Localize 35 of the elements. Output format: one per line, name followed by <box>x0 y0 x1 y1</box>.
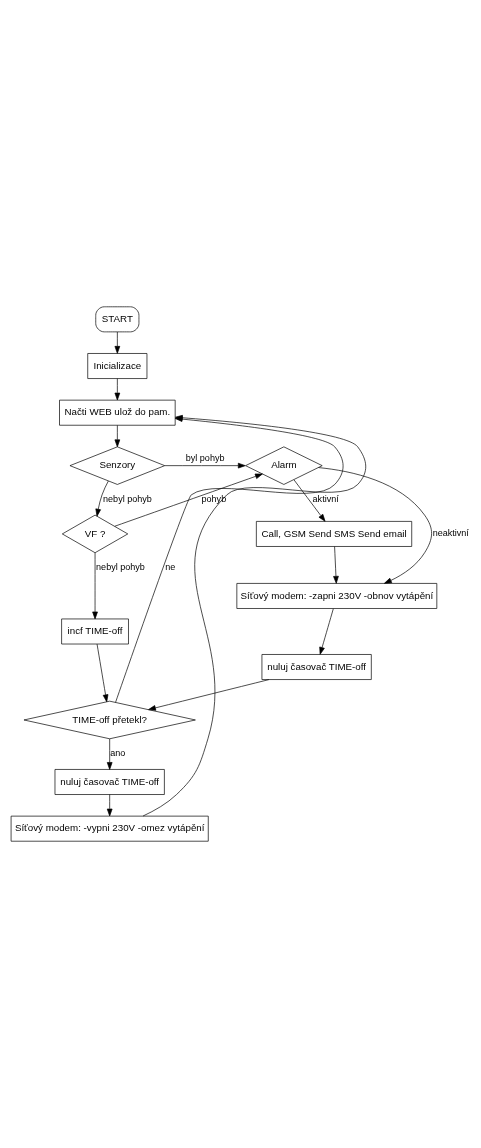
arrow <box>106 738 113 770</box>
node-box: nuluj časovač TIME-off <box>54 769 165 795</box>
node-box: Síťový modem: -zapni 230V -obnov vytápění <box>236 583 438 609</box>
edge-label: nebyl pohyb <box>103 494 152 505</box>
edge-label: neaktivní <box>432 528 469 539</box>
node-diamond: TIME-off přetekl? <box>23 700 196 740</box>
edge-label: ne <box>165 562 176 573</box>
edge-label: byl pohyb <box>185 453 225 464</box>
edge-label: aktivní <box>312 494 339 505</box>
node-diamond: VF ? <box>61 514 129 554</box>
node-box: nuluj časovač TIME-off <box>261 654 372 680</box>
node-box: Síťový modem: -vypni 230V -omez vytápění <box>10 815 209 842</box>
node-box: Inicializace <box>87 353 148 379</box>
arrow <box>114 473 263 527</box>
arrow <box>148 679 270 711</box>
node-box: START <box>95 306 140 333</box>
node-diamond: Senzory <box>69 446 166 485</box>
arrow <box>114 378 121 401</box>
arrow <box>293 479 326 522</box>
node-box: Call, GSM Send SMS Send email <box>256 521 413 547</box>
node-box: Načti WEB ulož do pam. <box>59 399 176 426</box>
arrow <box>96 643 109 703</box>
arrow <box>319 608 334 655</box>
arrow <box>333 546 339 584</box>
arrow <box>92 552 98 620</box>
arrow <box>318 467 432 584</box>
arrow <box>95 480 109 517</box>
edge-label: nebyl pohyb <box>96 562 145 573</box>
node-box: incf TIME-off <box>61 618 129 645</box>
node-diamond: Alarm <box>245 446 323 485</box>
edge-label: ano <box>110 748 126 759</box>
arrow <box>114 331 121 354</box>
arrow <box>164 462 246 469</box>
arrow <box>114 425 121 448</box>
arrow <box>106 794 113 817</box>
